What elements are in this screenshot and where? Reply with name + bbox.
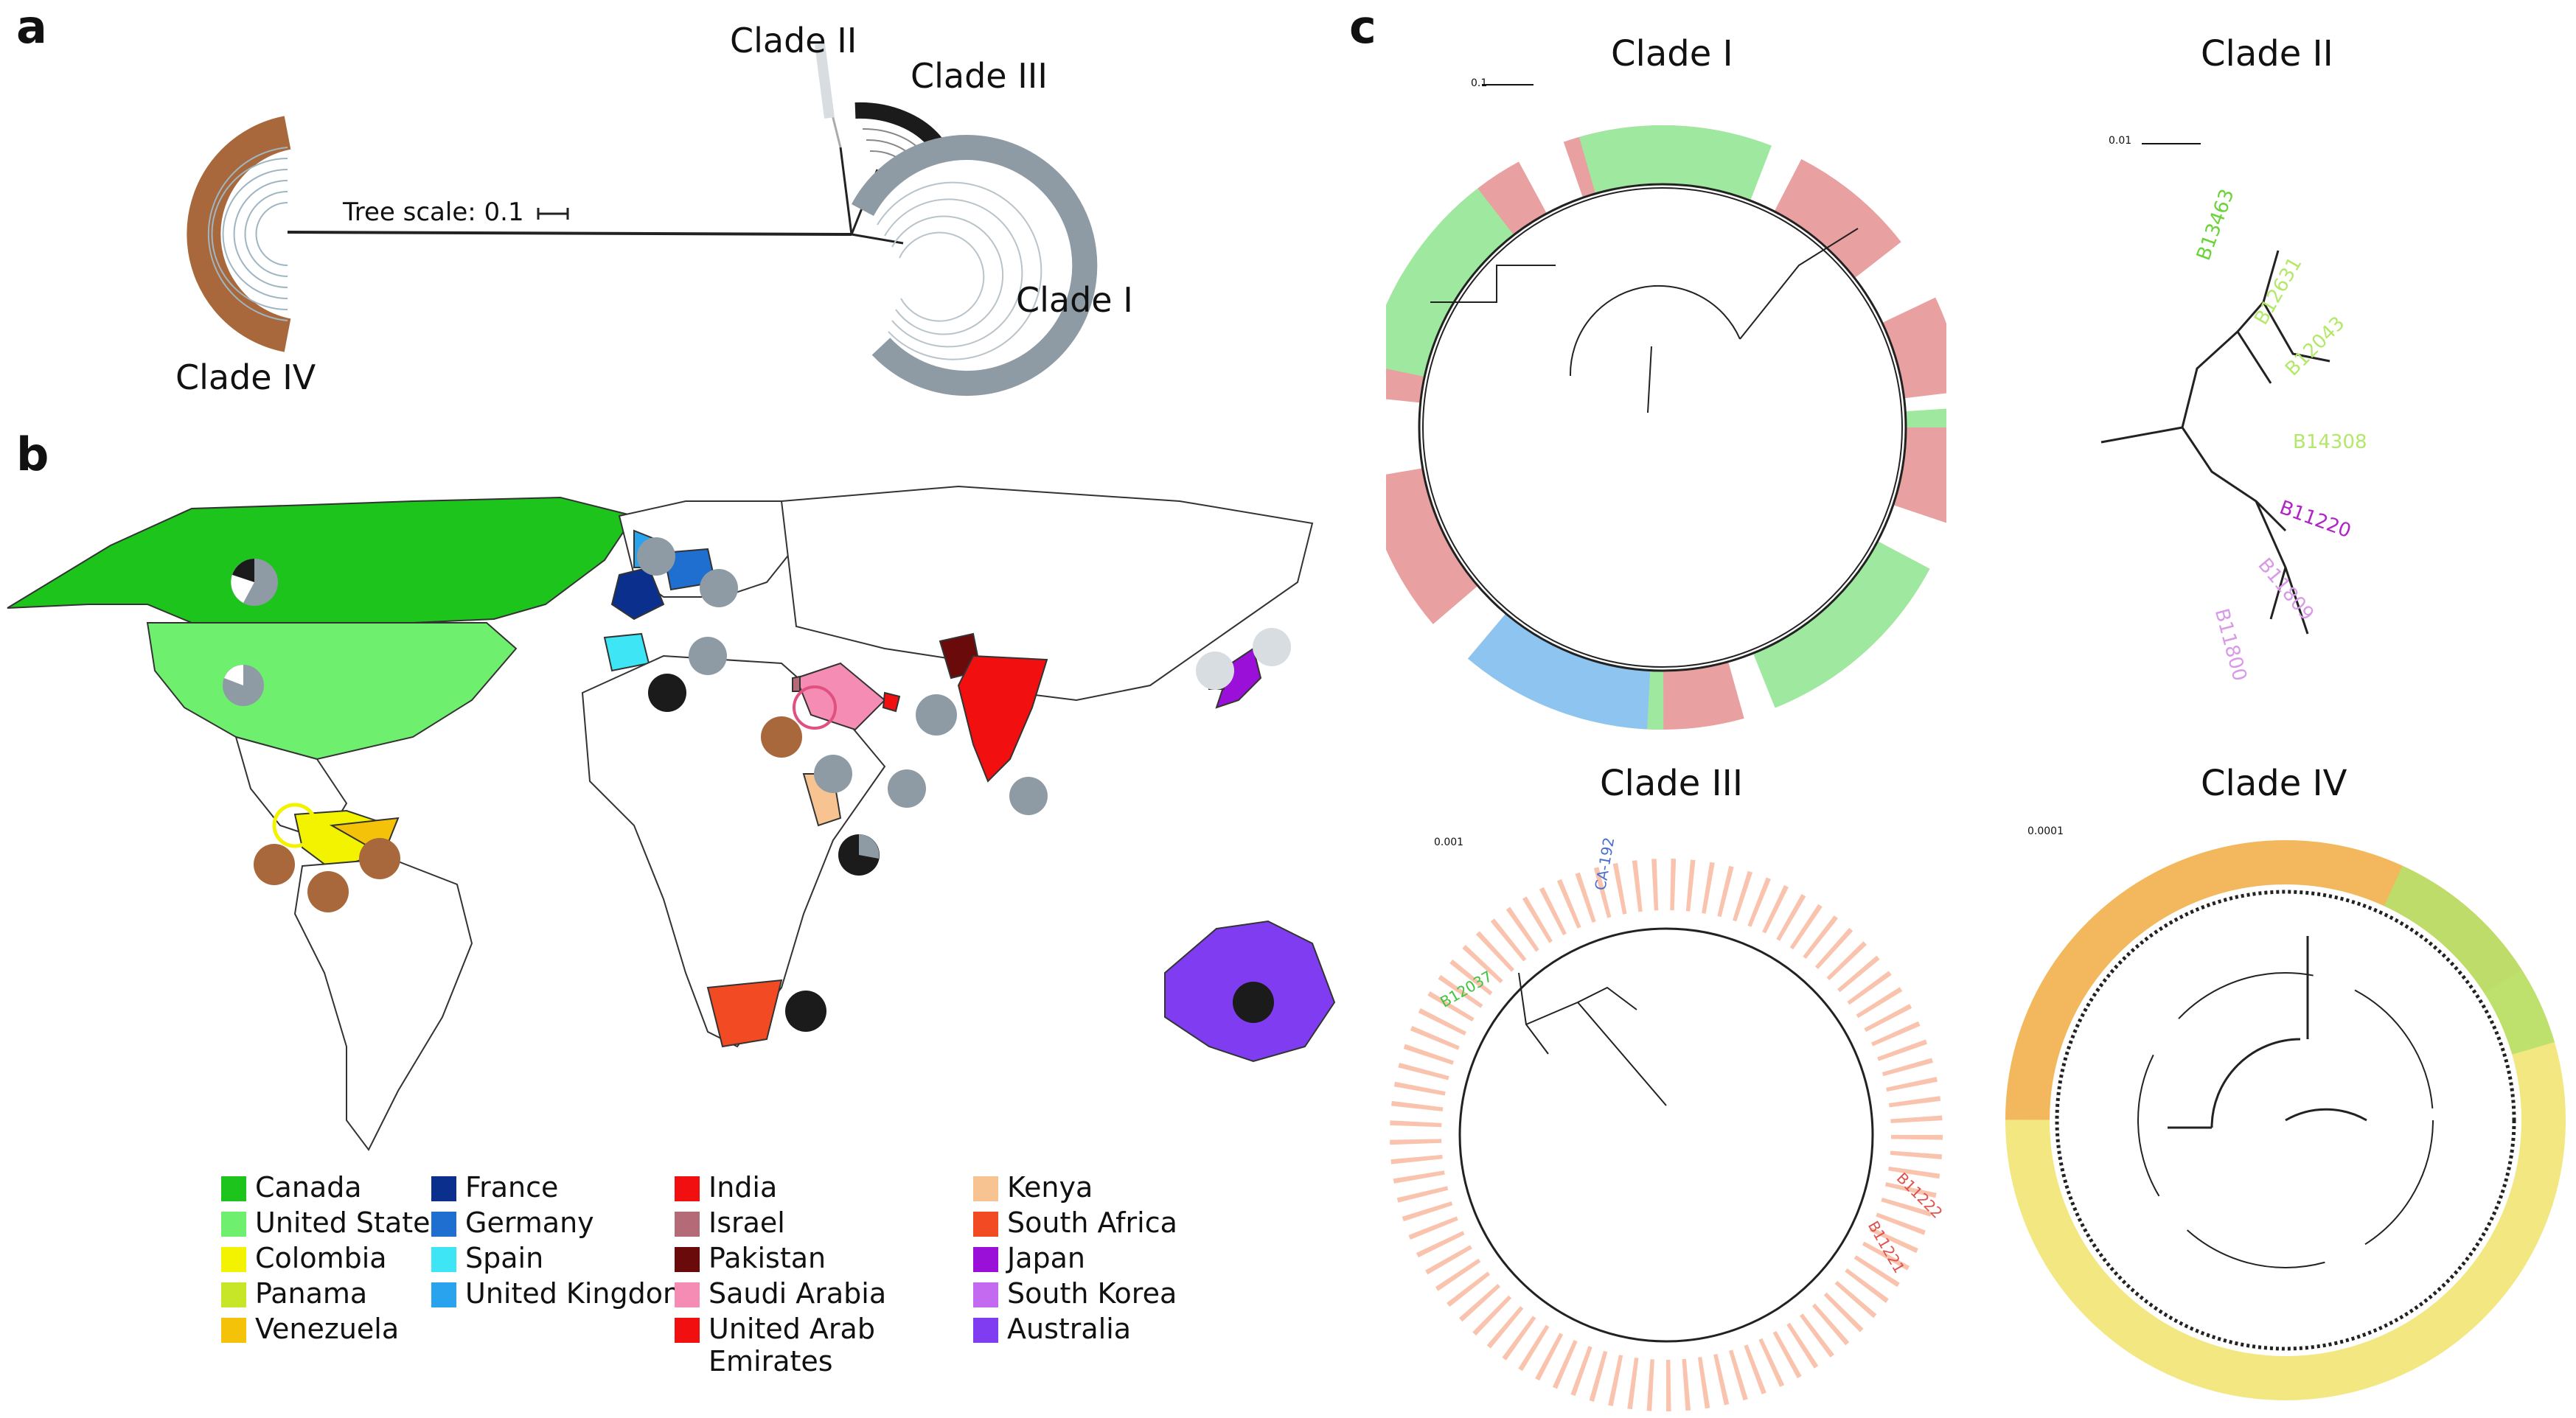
marker-south-africa bbox=[785, 991, 826, 1032]
south-africa bbox=[706, 979, 783, 1048]
clade-ii-scale: 0.01 bbox=[2109, 135, 2132, 147]
marker-saudi-ring bbox=[793, 685, 837, 730]
marker-pakistan bbox=[916, 694, 957, 736]
clade-ii-branch bbox=[815, 43, 835, 119]
marker-japan bbox=[1253, 628, 1291, 666]
clade-ii-tip-4: B14308 bbox=[2293, 431, 2367, 453]
tree-scale-label: Tree scale: 0.1 bbox=[343, 198, 524, 227]
japan bbox=[1215, 647, 1262, 709]
legend-panama: Panama bbox=[221, 1277, 367, 1310]
marker-saudi bbox=[814, 755, 852, 793]
legend-france: France bbox=[431, 1171, 558, 1204]
country-legend: Canada United States Colombia Panama Ven… bbox=[221, 1171, 1224, 1393]
clade-iii-label: Clade III bbox=[911, 56, 1048, 96]
legend-saudi: Saudi Arabia bbox=[675, 1277, 886, 1310]
world-map bbox=[7, 485, 1336, 1151]
marker-venezuela bbox=[359, 838, 400, 879]
clade-iv-label: Clade IV bbox=[175, 357, 316, 397]
legend-us: United States bbox=[221, 1206, 445, 1240]
clade-i-tree bbox=[1386, 84, 1946, 730]
marker-spain bbox=[648, 674, 686, 712]
marker-uae bbox=[888, 769, 926, 808]
legend-south-korea: South Korea bbox=[973, 1277, 1177, 1310]
united-states bbox=[146, 622, 518, 761]
uae bbox=[882, 691, 901, 713]
marker-panama bbox=[254, 844, 295, 885]
clade-i-fan bbox=[852, 135, 1098, 397]
clade-i-title: Clade I bbox=[1611, 33, 1733, 74]
legend-venezuela: Venezuela bbox=[221, 1313, 399, 1346]
asia bbox=[780, 485, 1314, 783]
clade-iii-tree bbox=[1390, 859, 1943, 1411]
panel-a-clade-tree bbox=[187, 43, 1098, 397]
clade-i-scale: 0.1 bbox=[1471, 77, 1488, 89]
legend-pakistan: Pakistan bbox=[675, 1242, 826, 1275]
legend-south-africa: South Africa bbox=[973, 1206, 1177, 1240]
clade-iii-title: Clade III bbox=[1600, 763, 1743, 804]
india bbox=[957, 654, 1048, 783]
clade-i-label: Clade I bbox=[1016, 280, 1133, 320]
marker-uk bbox=[637, 537, 675, 576]
legend-india: India bbox=[675, 1171, 777, 1204]
clade-iv-fan bbox=[187, 116, 291, 352]
panel-a-letter: a bbox=[16, 0, 47, 54]
legend-colombia: Colombia bbox=[221, 1242, 387, 1275]
marker-colombia bbox=[307, 871, 349, 912]
marker-israel bbox=[761, 716, 802, 758]
marker-australia bbox=[1233, 982, 1274, 1023]
marker-colombia-ring bbox=[272, 803, 318, 848]
marker-germany bbox=[700, 569, 738, 607]
legend-israel: Israel bbox=[675, 1206, 785, 1240]
europe bbox=[603, 500, 798, 672]
clade-iv-tree bbox=[2005, 840, 2566, 1400]
clade-markers bbox=[223, 537, 1291, 1032]
legend-australia: Australia bbox=[973, 1313, 1131, 1346]
clade-iv-scale: 0.0001 bbox=[2027, 825, 2064, 837]
canada bbox=[7, 496, 636, 624]
legend-japan: Japan bbox=[973, 1242, 1085, 1275]
clade-iii-scale: 0.001 bbox=[1434, 837, 1464, 848]
panel-c-letter: c bbox=[1349, 0, 1376, 54]
marker-india bbox=[1009, 777, 1048, 815]
legend-kenya: Kenya bbox=[973, 1171, 1093, 1204]
saudi-arabia bbox=[795, 662, 886, 731]
israel bbox=[792, 675, 801, 692]
legend-germany: Germany bbox=[431, 1206, 594, 1240]
panel-b-letter: b bbox=[16, 427, 49, 481]
clade-iv-title: Clade IV bbox=[2201, 763, 2347, 804]
legend-spain: Spain bbox=[431, 1242, 543, 1275]
legend-uk: United Kingdom bbox=[431, 1277, 690, 1310]
legend-canada: Canada bbox=[221, 1171, 362, 1204]
clade-ii-label: Clade II bbox=[730, 21, 857, 60]
marker-south-korea bbox=[1196, 652, 1234, 690]
clade-ii-title: Clade II bbox=[2201, 33, 2333, 74]
marker-france bbox=[689, 637, 727, 675]
clade-ii-tree bbox=[2100, 143, 2330, 635]
